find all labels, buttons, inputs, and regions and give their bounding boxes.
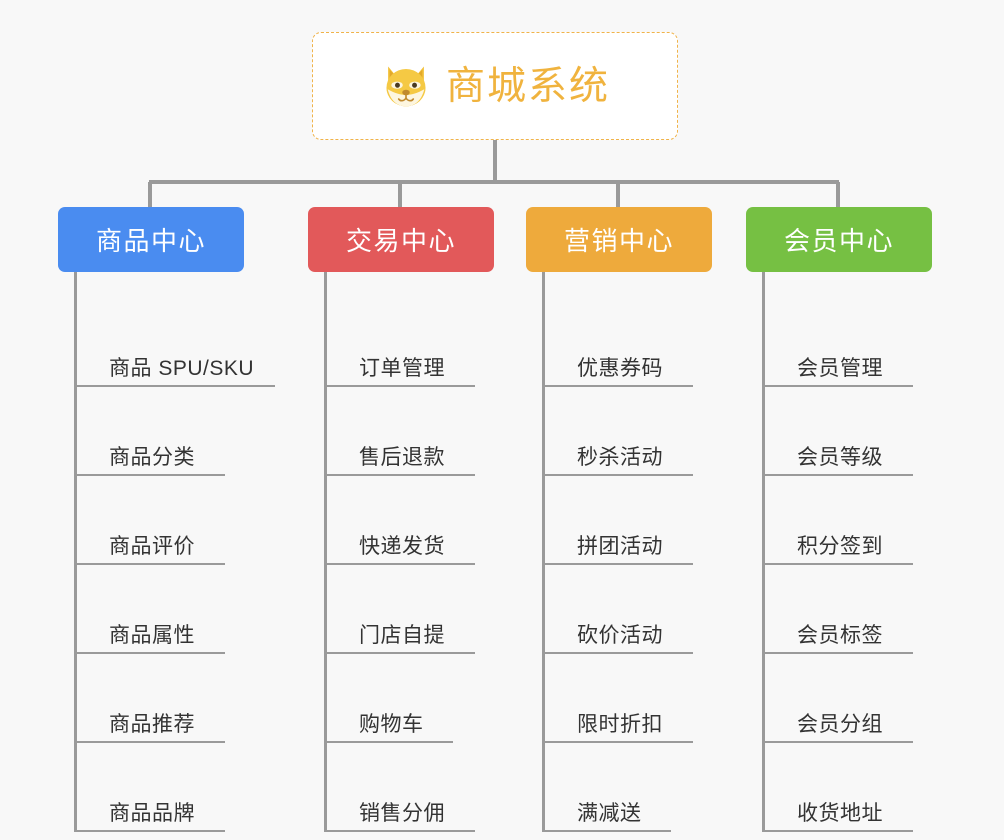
leaf-label: 会员分组: [797, 713, 883, 736]
leaf-underline: [327, 563, 475, 565]
leaf-underline: [545, 474, 693, 476]
leaf-underline: [327, 474, 475, 476]
leaf-label: 商品评价: [109, 535, 195, 558]
leaf-label: 订单管理: [359, 357, 445, 380]
leaf-label: 商品 SPU/SKU: [109, 357, 255, 380]
leaf-underline: [77, 385, 275, 387]
leaf-label: 会员标签: [797, 624, 883, 647]
leaf-item[interactable]: 积分签到: [765, 476, 932, 565]
leaf-item[interactable]: 会员管理: [765, 298, 932, 387]
leaf-item[interactable]: 售后退款: [327, 387, 494, 476]
branch-header-3[interactable]: 会员中心: [746, 207, 932, 272]
leaf-underline: [77, 563, 225, 565]
leaf-underline: [327, 741, 453, 743]
leaf-item[interactable]: 商品属性: [77, 565, 244, 654]
leaf-label: 会员管理: [797, 357, 883, 380]
leaf-label: 门店自提: [359, 624, 445, 647]
leaf-item[interactable]: 购物车: [327, 654, 494, 743]
branch-header-1[interactable]: 交易中心: [308, 207, 494, 272]
leaf-underline: [327, 652, 475, 654]
leaf-label: 销售分佣: [359, 802, 445, 825]
leaf-list-3: 会员管理 会员等级 积分签到 会员标签 会员分组 收货地址: [762, 272, 932, 832]
leaf-underline: [765, 474, 913, 476]
leaf-item[interactable]: 限时折扣: [545, 654, 712, 743]
leaf-item[interactable]: 快递发货: [327, 476, 494, 565]
leaf-underline: [77, 830, 225, 832]
leaf-label: 收货地址: [797, 802, 883, 825]
leaf-item[interactable]: 秒杀活动: [545, 387, 712, 476]
root-title: 商城系统: [445, 64, 610, 108]
branch-header-label-1: 交易中心: [345, 226, 456, 256]
leaf-item[interactable]: 砍价活动: [545, 565, 712, 654]
leaf-label: 会员等级: [797, 446, 883, 469]
leaf-item[interactable]: 满减送: [545, 743, 712, 832]
leaf-underline: [77, 741, 225, 743]
leaf-label: 售后退款: [359, 446, 445, 469]
leaf-item[interactable]: 会员等级: [765, 387, 932, 476]
leaf-label: 商品分类: [109, 446, 195, 469]
leaf-label: 秒杀活动: [577, 446, 663, 469]
leaf-item[interactable]: 商品分类: [77, 387, 244, 476]
leaf-item[interactable]: 收货地址: [765, 743, 932, 832]
leaf-item[interactable]: 拼团活动: [545, 476, 712, 565]
branch-header-label-2: 营销中心: [563, 226, 674, 256]
leaf-item[interactable]: 商品推荐: [77, 654, 244, 743]
leaf-label: 限时折扣: [577, 713, 663, 736]
leaf-item[interactable]: 订单管理: [327, 298, 494, 387]
leaf-label: 积分签到: [797, 535, 883, 558]
leaf-list-1: 订单管理 售后退款 快递发货 门店自提 购物车 销售分佣: [324, 272, 494, 832]
leaf-underline: [765, 563, 913, 565]
leaf-label: 砍价活动: [577, 624, 663, 647]
leaf-underline: [545, 563, 693, 565]
leaf-item[interactable]: 优惠券码: [545, 298, 712, 387]
leaf-label: 快递发货: [359, 535, 445, 558]
leaf-underline: [545, 385, 693, 387]
root-node[interactable]: 商城系统: [312, 32, 678, 140]
leaf-item[interactable]: 销售分佣: [327, 743, 494, 832]
leaf-item[interactable]: 商品 SPU/SKU: [77, 298, 275, 387]
leaf-label: 拼团活动: [577, 535, 663, 558]
branch-header-label-0: 商品中心: [95, 226, 206, 256]
shiba-dog-face-icon: [386, 66, 426, 107]
leaf-item[interactable]: 商品品牌: [77, 743, 244, 832]
leaf-underline: [327, 830, 475, 832]
branch-交易中心: 交易中心 订单管理 售后退款 快递发货 门店自提 购物车: [308, 207, 494, 832]
leaf-label: 商品推荐: [109, 713, 195, 736]
leaf-underline: [765, 741, 913, 743]
leaf-label: 商品属性: [109, 624, 195, 647]
branch-商品中心: 商品中心 商品 SPU/SKU 商品分类 商品评价 商品属性 商品推荐: [58, 207, 275, 832]
leaf-underline: [765, 652, 913, 654]
leaf-label: 满减送: [577, 802, 642, 825]
leaf-label: 购物车: [359, 713, 424, 736]
leaf-underline: [545, 741, 693, 743]
branch-会员中心: 会员中心 会员管理 会员等级 积分签到 会员标签 会员分组: [746, 207, 932, 832]
leaf-label: 优惠券码: [577, 357, 663, 380]
leaf-underline: [545, 652, 693, 654]
branch-营销中心: 营销中心 优惠券码 秒杀活动 拼团活动 砍价活动 限时折扣: [526, 207, 712, 832]
leaf-item[interactable]: 会员分组: [765, 654, 932, 743]
leaf-underline: [77, 474, 225, 476]
leaf-item[interactable]: 商品评价: [77, 476, 244, 565]
leaf-underline: [545, 830, 671, 832]
leaf-underline: [765, 385, 913, 387]
leaf-underline: [77, 652, 225, 654]
leaf-underline: [327, 385, 475, 387]
branch-header-2[interactable]: 营销中心: [526, 207, 712, 272]
leaf-item[interactable]: 会员标签: [765, 565, 932, 654]
leaf-label: 商品品牌: [109, 802, 195, 825]
leaf-list-0: 商品 SPU/SKU 商品分类 商品评价 商品属性 商品推荐 商品品牌: [74, 272, 275, 832]
leaf-item[interactable]: 门店自提: [327, 565, 494, 654]
leaf-list-2: 优惠券码 秒杀活动 拼团活动 砍价活动 限时折扣 满减送: [542, 272, 712, 832]
branch-header-label-3: 会员中心: [783, 226, 894, 256]
leaf-underline: [765, 830, 913, 832]
branch-header-0[interactable]: 商品中心: [58, 207, 244, 272]
